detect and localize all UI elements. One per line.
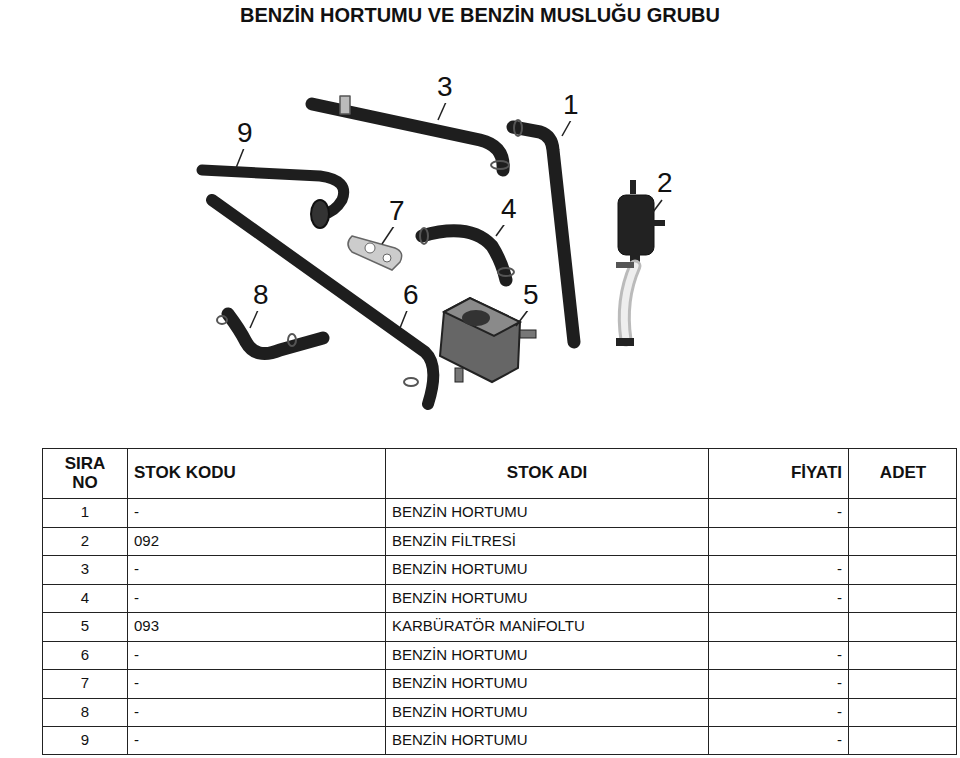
table-cell: BENZİN FİLTRESİ: [386, 528, 708, 555]
table-header: FİYATI: [709, 450, 848, 497]
table-header: STOK ADI: [386, 450, 708, 497]
table-cell: -: [709, 585, 848, 612]
table-rule: [42, 641, 957, 642]
callout-number: 7: [388, 196, 406, 227]
table-cell: -: [709, 556, 848, 583]
callout-number: 2: [656, 168, 674, 199]
table-cell: -: [128, 670, 385, 697]
table-cell: -: [128, 585, 385, 612]
table-cell: BENZİN HORTUMU: [386, 670, 708, 697]
table-cell: BENZİN HORTUMU: [386, 727, 708, 754]
page-title: BENZİN HORTUMU VE BENZİN MUSLUĞU GRUBU: [0, 4, 960, 26]
callout-number: 1: [562, 90, 580, 121]
table-cell: -: [128, 727, 385, 754]
table-cell: -: [709, 499, 848, 526]
table-cell: -: [709, 727, 848, 754]
table-cell: BENZİN HORTUMU: [386, 499, 708, 526]
table-cell: -: [128, 699, 385, 726]
table-cell: -: [128, 642, 385, 669]
table-rule: [42, 527, 957, 528]
table-cell: 5: [43, 613, 127, 640]
callout-number: 5: [522, 280, 540, 311]
table-cell: 9: [43, 727, 127, 754]
table-cell: KARBÜRATÖR MANİFOLTU: [386, 613, 708, 640]
callout-number: 6: [402, 280, 420, 311]
table-cell: -: [128, 499, 385, 526]
table-rule: [42, 698, 957, 699]
table-cell: 4: [43, 585, 127, 612]
table-header: SIRA NO: [43, 450, 127, 497]
table-cell: 1: [43, 499, 127, 526]
table-cell: -: [128, 556, 385, 583]
callout-number: 3: [436, 72, 454, 103]
table-rule: [42, 669, 957, 670]
table-cell: BENZİN HORTUMU: [386, 556, 708, 583]
table-cell: BENZİN HORTUMU: [386, 699, 708, 726]
table-rule: [42, 584, 957, 585]
table-cell: -: [709, 699, 848, 726]
table-cell: -: [709, 670, 848, 697]
table-cell: BENZİN HORTUMU: [386, 642, 708, 669]
callout-number: 9: [236, 118, 254, 149]
table-rule: [42, 555, 957, 556]
table-cell: 6: [43, 642, 127, 669]
callout-number: 4: [500, 194, 518, 225]
callout-number: 8: [252, 280, 270, 311]
table-cell: 3: [43, 556, 127, 583]
table-cell: 093: [128, 613, 385, 640]
table-header: ADET: [849, 450, 957, 497]
table-cell: 7: [43, 670, 127, 697]
table-rule: [42, 612, 957, 613]
table-cell: 8: [43, 699, 127, 726]
table-header: STOK KODU: [128, 450, 385, 497]
table-cell: -: [709, 642, 848, 669]
table-rule: [42, 726, 957, 727]
table-rule: [42, 498, 957, 499]
table-cell: BENZİN HORTUMU: [386, 585, 708, 612]
table-cell: 092: [128, 528, 385, 555]
table-cell: 2: [43, 528, 127, 555]
